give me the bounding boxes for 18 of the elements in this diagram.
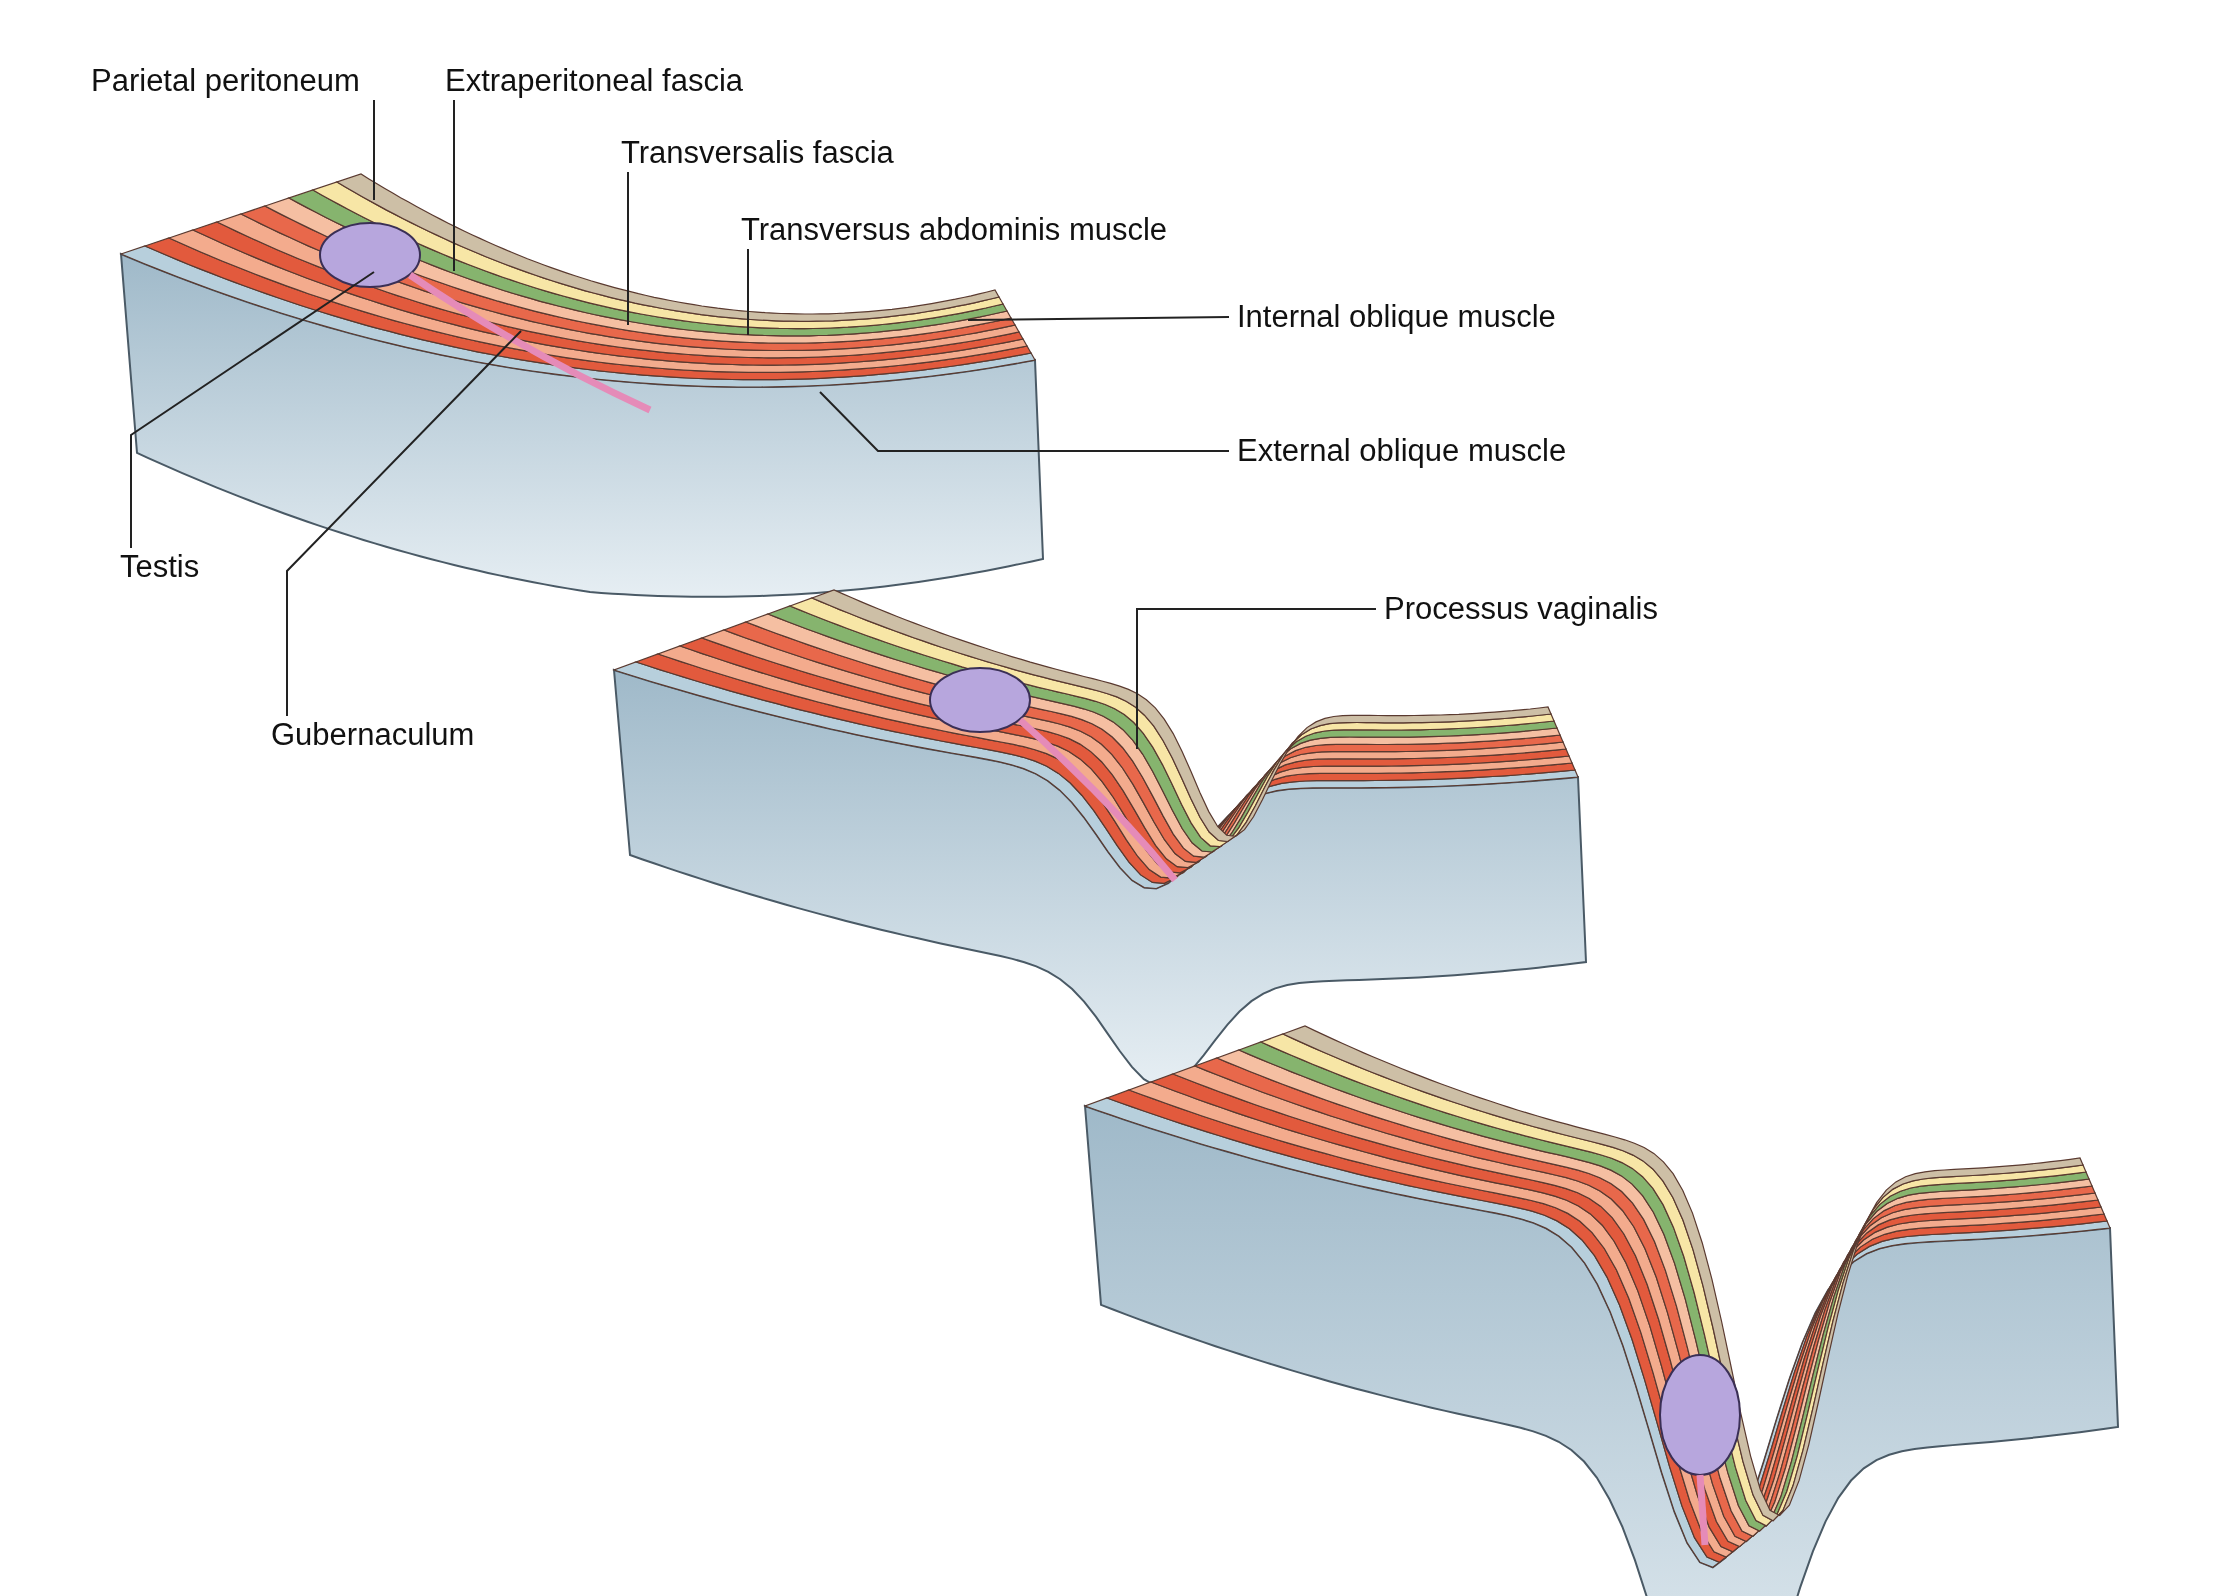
leader-line [747, 248, 749, 336]
leader-line [373, 99, 375, 201]
leader-line [627, 171, 629, 326]
leader-line [286, 330, 522, 717]
part-label: Extraperitoneal fascia [445, 64, 744, 99]
leader-line [819, 391, 1230, 453]
leader-line [130, 271, 375, 549]
part-label: Transversus abdominis muscle [741, 213, 1168, 248]
part-label: Gubernaculum [271, 718, 475, 753]
part-label: Internal oblique muscle [1237, 300, 1556, 335]
part-label: Processus vaginalis [1384, 592, 1658, 627]
part-label: Testis [120, 550, 200, 585]
part-label: Transversalis fascia [621, 136, 894, 171]
leader-line [967, 316, 1230, 321]
leader-line [453, 99, 455, 272]
part-label: External oblique muscle [1237, 434, 1567, 469]
part-label: Parietal peritoneum [91, 64, 360, 99]
leader-line [1136, 608, 1377, 750]
